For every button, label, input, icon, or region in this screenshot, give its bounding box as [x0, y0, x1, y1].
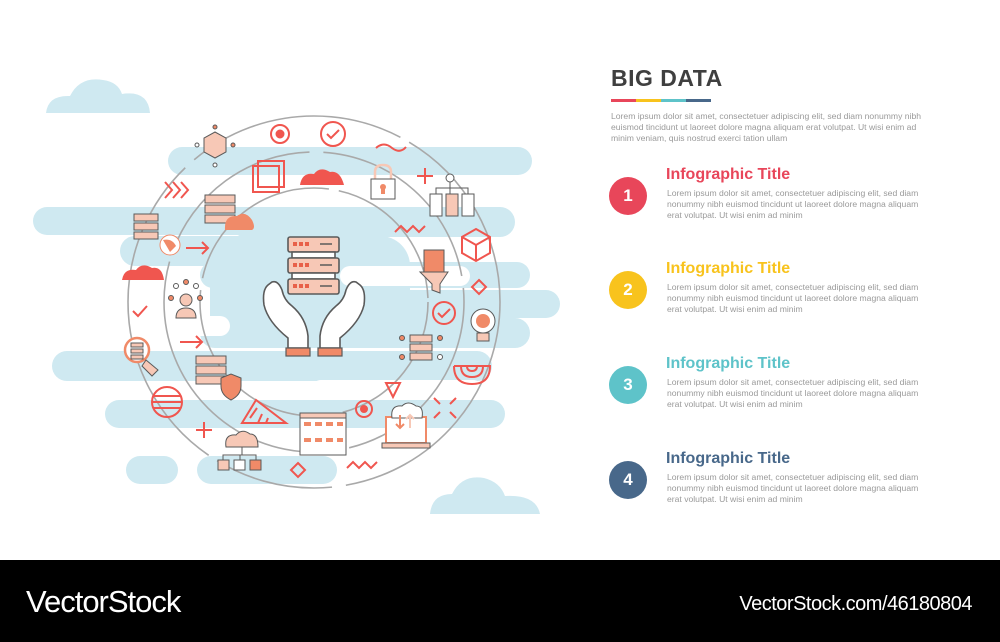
cloud-folders-icon [217, 430, 262, 471]
number-badge: 1 [609, 177, 647, 215]
image-id-link: VectorStock.com/46180804 [739, 593, 972, 615]
cloud-top-left [46, 79, 150, 113]
cloud-accent-icons [122, 169, 344, 280]
diamond-icon-2 [289, 461, 307, 479]
list-item-3: 3 Infographic Title Lorem ipsum dolor si… [609, 354, 929, 414]
triangle-down-icon [384, 382, 402, 400]
infographic-canvas: BIG DATA Lorem ipsum dolor sit amet, con… [33, 64, 931, 514]
big-data-illustration [33, 79, 560, 514]
header-block: BIG DATA Lorem ipsum dolor sit amet, con… [611, 64, 931, 145]
plus-icon-2 [196, 422, 212, 438]
item-title: Infographic Title [666, 260, 791, 277]
background-clouds [33, 79, 560, 514]
server-network-icon [399, 334, 443, 361]
search-server-icon [123, 336, 159, 377]
color-divider [611, 99, 711, 102]
page-title: BIG DATA [611, 65, 723, 91]
item-description: Lorem ipsum dolor sit amet, consectetuer… [667, 472, 919, 505]
plus-icon [417, 168, 433, 184]
hierarchy-documents-icon [429, 173, 475, 217]
check-icon [132, 305, 148, 318]
watermark-footer: VectorStock VectorStock.com/46180804 [0, 560, 1000, 642]
item-title: Infographic Title [666, 355, 791, 372]
burst-icon [433, 397, 457, 419]
divider-segment-teal [661, 99, 686, 102]
list-item-4: 4 Infographic Title Lorem ipsum dolor si… [609, 449, 929, 509]
item-description: Lorem ipsum dolor sit amet, consectetuer… [667, 282, 919, 315]
network-cube-icon [194, 124, 236, 168]
checkmark-circle-icon [320, 121, 346, 147]
item-description: Lorem ipsum dolor sit amet, consectetuer… [667, 188, 919, 221]
zigzag-icon [394, 224, 426, 234]
list-item-1: 1 Infographic Title Lorem ipsum dolor si… [609, 165, 929, 225]
divider-segment-red [611, 99, 636, 102]
squares-icon [252, 165, 280, 193]
cube-outline-icon [461, 227, 491, 263]
wave-icon [375, 143, 407, 152]
item-description: Lorem ipsum dolor sit amet, consectetuer… [667, 377, 919, 410]
number-badge: 4 [609, 461, 647, 499]
hatched-triangle-icon [240, 398, 289, 424]
database-table-icon [299, 412, 347, 456]
server-cloud-icon [204, 194, 254, 230]
item-title: Infographic Title [666, 450, 791, 467]
divider-segment-yellow [636, 99, 661, 102]
number-badge: 2 [609, 271, 647, 309]
user-network-icon [168, 279, 203, 319]
zigzag-icon-2 [346, 460, 378, 470]
intro-paragraph: Lorem ipsum dolor sit amet, consectetuer… [611, 111, 922, 144]
server-globe-icon [133, 213, 181, 256]
brand-logo: VectorStock [26, 584, 181, 619]
orbit-icons [123, 124, 496, 471]
number-badge: 3 [609, 366, 647, 404]
list-item-2: 2 Infographic Title Lorem ipsum dolor si… [609, 259, 929, 319]
cloud-laptop-sync-icon [381, 402, 431, 449]
server-in-hands-icon [262, 236, 366, 357]
chevrons-icon [164, 181, 190, 199]
cloud-bottom-right [430, 477, 540, 514]
decorative-shapes [132, 121, 492, 479]
diamond-icon [470, 278, 488, 296]
item-title: Infographic Title [666, 166, 791, 183]
target-icon [270, 124, 290, 144]
brain-bulb-icon [470, 308, 496, 342]
data-funnel-icon [418, 249, 449, 294]
padlock-circuit-icon [370, 163, 396, 200]
divider-segment-navy [686, 99, 711, 102]
arrow-right-icon-2 [180, 335, 204, 349]
rings-semicircle-icon [453, 365, 492, 386]
server-shield-icon [195, 355, 242, 401]
arrow-right-icon [186, 241, 210, 255]
